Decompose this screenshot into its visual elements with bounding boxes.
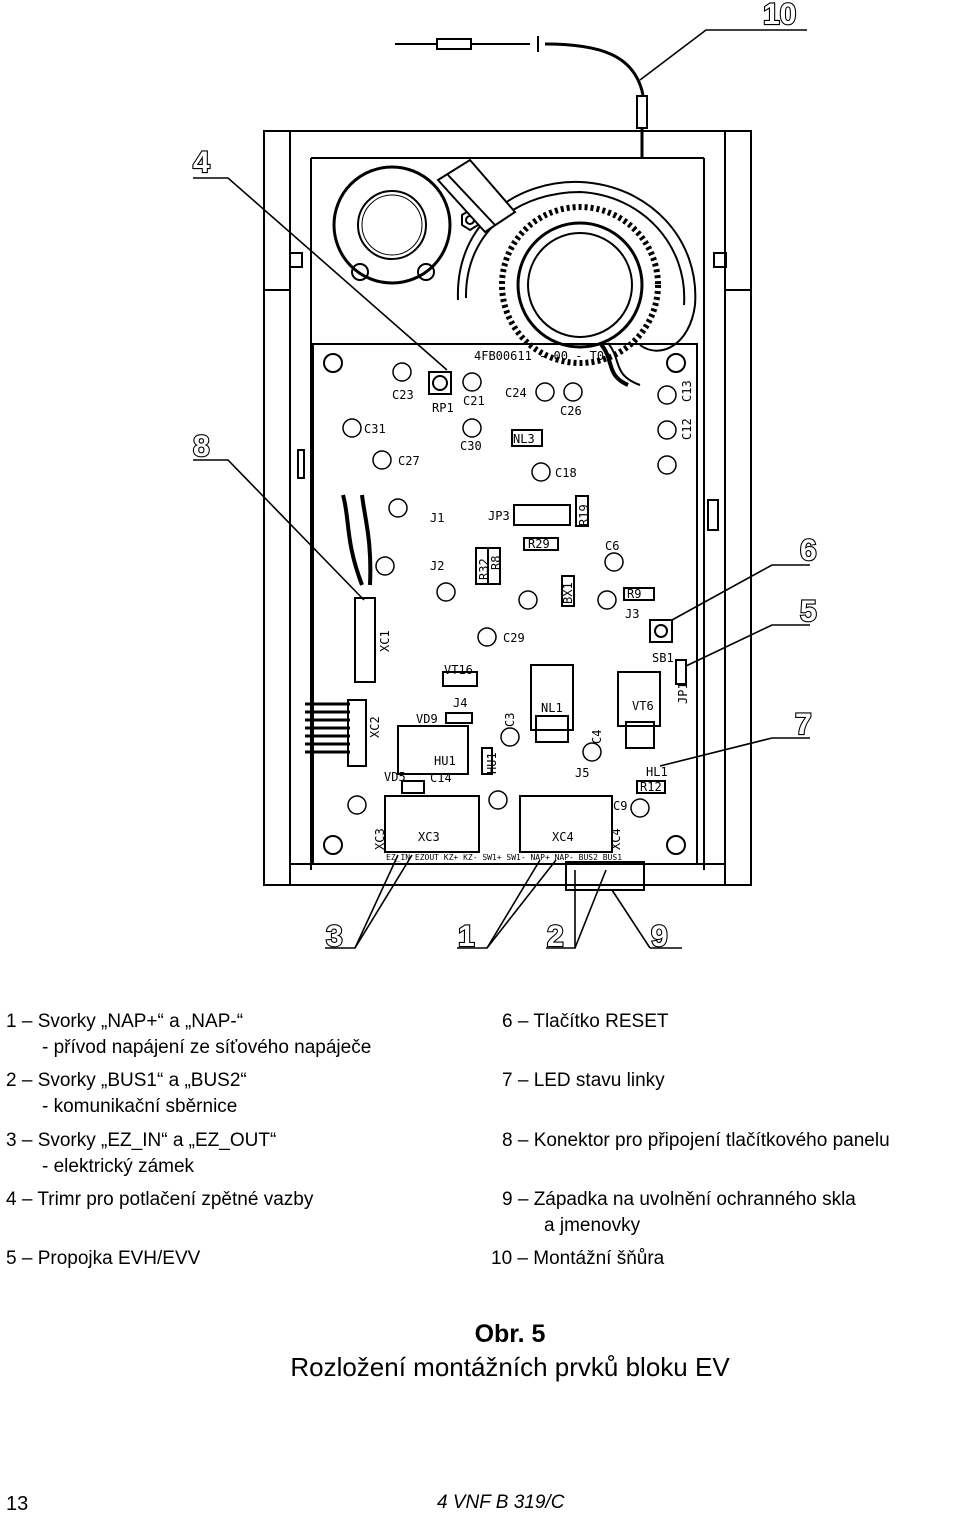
svg-text:C3: C3 <box>503 713 517 727</box>
svg-text:R9: R9 <box>627 587 641 601</box>
legend-item-3: 3 – Svorky „EZ_IN“ a „EZ_OUT“ - elektric… <box>6 1130 277 1177</box>
svg-text:JP3: JP3 <box>488 509 510 523</box>
svg-text:RP1: RP1 <box>432 401 454 415</box>
svg-text:C13: C13 <box>680 380 694 402</box>
svg-text:SB1: SB1 <box>652 651 674 665</box>
svg-text:J5: J5 <box>575 766 589 780</box>
svg-text:XC3: XC3 <box>373 828 387 850</box>
svg-text:J3: J3 <box>625 607 639 621</box>
callout-10: 10 <box>763 0 796 31</box>
svg-text:C6: C6 <box>605 539 619 553</box>
svg-text:C23: C23 <box>392 388 414 402</box>
svg-text:BX1: BX1 <box>561 582 575 604</box>
svg-text:NL3: NL3 <box>513 432 535 446</box>
svg-text:R29: R29 <box>528 537 550 551</box>
ev-block-diagram: 4FB00611 - 00 - T0 C23 RP1 C21 C24 C26 C… <box>192 0 818 954</box>
svg-text:XC3: XC3 <box>418 830 440 844</box>
svg-text:R12: R12 <box>640 780 662 794</box>
svg-text:J2: J2 <box>430 559 444 573</box>
svg-text:C31: C31 <box>364 422 386 436</box>
svg-text:NL1: NL1 <box>541 701 563 715</box>
callout-5: 5 <box>800 595 817 628</box>
legend-item-8: 8 – Konektor pro připojení tlačítkového … <box>502 1130 890 1151</box>
callout-3: 3 <box>326 920 343 953</box>
figure-title: Obr. 5 <box>474 1320 546 1348</box>
svg-text:VT6: VT6 <box>632 699 654 713</box>
callout-2: 2 <box>547 920 564 953</box>
svg-text:XC4: XC4 <box>609 828 623 850</box>
legend-item-1: 1 – Svorky „NAP+“ a „NAP-“ - přívod napá… <box>6 1011 372 1058</box>
svg-text:C18: C18 <box>555 466 577 480</box>
svg-text:C21: C21 <box>463 394 485 408</box>
pcb-silkscreen: 4FB00611 - 00 - T0 C23 RP1 C21 C24 C26 C… <box>364 349 694 862</box>
legend-item-7: 7 – LED stavu linky <box>502 1070 665 1091</box>
svg-text:VD5: VD5 <box>384 770 406 784</box>
svg-text:HU1: HU1 <box>434 754 456 768</box>
mounting-cord <box>395 36 648 158</box>
callout-numbers: 10 4 8 6 5 7 3 1 2 9 <box>192 0 818 954</box>
callout-4: 4 <box>193 146 210 179</box>
svg-text:VT16: VT16 <box>444 663 473 677</box>
board-code: 4FB00611 - 00 - T0 <box>474 349 604 363</box>
svg-text:C24: C24 <box>505 386 527 400</box>
legend-item-2: 2 – Svorky „BUS1“ a „BUS2“ - komunikační… <box>6 1070 247 1117</box>
svg-text:C4: C4 <box>590 730 604 744</box>
legend-item-4: 4 – Trimr pro potlačení zpětné vazby <box>6 1189 314 1210</box>
legend-item-10: 10 – Montážní šňůra <box>491 1248 665 1269</box>
svg-text:C26: C26 <box>560 404 582 418</box>
svg-text:VD9: VD9 <box>416 712 438 726</box>
callout-6: 6 <box>800 534 817 567</box>
figure-subtitle: Rozložení montážních prvků bloku EV <box>290 1352 730 1382</box>
callout-8: 8 <box>193 430 210 463</box>
callout-1: 1 <box>458 920 475 953</box>
terminal-labels: EZ_IN EZOUT KZ+ KZ- SW1+ SW1- NAP+ NAP- … <box>386 853 622 862</box>
svg-text:C14: C14 <box>430 771 452 785</box>
pcb-board <box>312 343 698 865</box>
svg-text:J4: J4 <box>453 696 467 710</box>
svg-text:HL1: HL1 <box>646 765 668 779</box>
svg-text:C29: C29 <box>503 631 525 645</box>
svg-text:C30: C30 <box>460 439 482 453</box>
legend-item-9: 9 – Západka na uvolnění ochranného skla … <box>502 1189 856 1236</box>
legend-item-6: 6 – Tlačítko RESET <box>502 1011 669 1032</box>
svg-text:XC1: XC1 <box>378 630 392 652</box>
svg-text:XC4: XC4 <box>552 830 574 844</box>
svg-text:R19: R19 <box>577 504 591 526</box>
callout-7: 7 <box>795 708 812 741</box>
svg-text:C9: C9 <box>613 799 627 813</box>
svg-text:J1: J1 <box>430 511 444 525</box>
document-code: 4 VNF B 319/C <box>437 1492 565 1513</box>
svg-text:R8: R8 <box>489 556 503 570</box>
svg-text:XC2: XC2 <box>368 716 382 738</box>
svg-text:C27: C27 <box>398 454 420 468</box>
svg-text:R32: R32 <box>477 558 491 580</box>
loudspeaker <box>436 158 697 387</box>
page-number: 13 <box>6 1493 29 1515</box>
svg-text:HU1: HU1 <box>485 752 499 774</box>
legend-item-5: 5 – Propojka EVH/EVV <box>6 1248 201 1269</box>
svg-text:C12: C12 <box>680 418 694 440</box>
callout-9: 9 <box>651 920 668 953</box>
svg-text:JP1: JP1 <box>676 682 690 704</box>
